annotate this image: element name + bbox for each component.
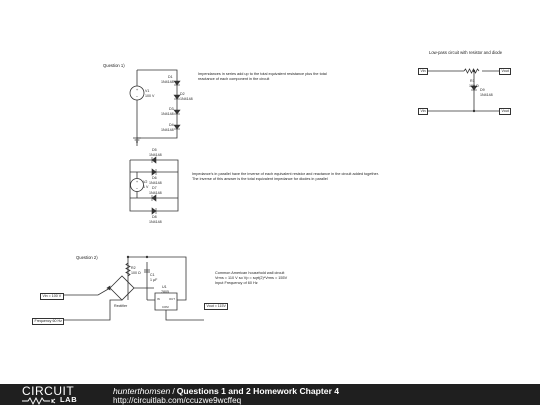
series-loop-wire	[136, 69, 178, 139]
vin-label[interactable]: Vin = 100 V	[40, 292, 64, 300]
parallel-impedance-note: Impedance's in parallel have the inverse…	[192, 172, 379, 182]
vout-label[interactable]: Vout = 115V	[204, 302, 229, 310]
bridge-rectifier-symbol	[109, 275, 135, 301]
diode-d9-part: 1N4148	[480, 92, 493, 97]
source-v2-name: V2	[143, 180, 148, 184]
parallel-outer-wire	[129, 159, 179, 212]
resistor-r1-name: R1	[470, 79, 475, 83]
source-v2-circle	[130, 178, 144, 192]
source-v1-plus: +	[136, 87, 139, 92]
regulator-u1-name: U1	[162, 285, 167, 289]
rectifier-diode-marks	[106, 285, 111, 291]
diode-d3-name: D3	[169, 107, 174, 111]
logo-squiggle-icon	[22, 397, 56, 405]
diode-d8-symbol	[151, 207, 157, 215]
source-v1-value: 100 V	[145, 94, 155, 98]
circuitlab-logo[interactable]: CIRCUIT LAB	[22, 384, 92, 405]
regulator-u1-part: 7805	[161, 289, 169, 294]
diode-d5-symbol	[151, 156, 157, 164]
diode-d9-name: D9	[480, 88, 485, 92]
diode-d4-symbol	[173, 124, 181, 130]
author-link[interactable]: hunterthomsen	[113, 385, 171, 396]
regulator-pin-com: COM	[162, 305, 169, 309]
diode-d4-name: D4	[169, 123, 174, 127]
source-v2-minus: −	[136, 186, 139, 191]
diode-d4-part: 1N4148	[161, 128, 174, 132]
regulator-pin-in: IN	[157, 297, 160, 301]
diode-d1-symbol	[173, 80, 181, 86]
series-impedance-note: Impendances in series add up to the tota…	[198, 72, 327, 82]
diode-d2-name: D2	[180, 92, 185, 96]
diode-d8-name: D8	[152, 215, 157, 219]
source-v1-name: V1	[145, 89, 150, 93]
circuit-title: Questions 1 and 2 Homework Chapter 4	[176, 385, 340, 396]
ground-symbol-1	[133, 137, 141, 143]
regulator-pin-out: OUT	[169, 297, 175, 301]
logo-lab-text: LAB	[60, 395, 78, 404]
diode-d8-part: 1N4148	[149, 219, 162, 224]
lowpass-vout-top-label[interactable]: Vout	[499, 68, 512, 75]
resistor-r1-value: 100 Ω	[469, 83, 479, 88]
frequency-wire	[62, 299, 122, 321]
diode-d7-name: D7	[152, 186, 157, 190]
resistor-r2-symbol	[125, 262, 131, 277]
logo-circuit-text: CIRCUIT	[22, 384, 75, 398]
regulator-u1-box	[154, 292, 178, 311]
question-1-label: Question 1)	[103, 63, 125, 68]
footer-bar: CIRCUIT LAB hunterthomsen/Questions 1 an…	[0, 384, 540, 405]
footer-title-line: hunterthomsen/Questions 1 and 2 Homework…	[113, 386, 339, 396]
capacitor-c1-symbol	[144, 262, 150, 300]
source-v1-circle	[129, 85, 145, 101]
capacitor-c1-name: C1	[150, 273, 155, 277]
schematic-wires: + − + −	[62, 68, 500, 321]
vout-wire	[165, 310, 204, 321]
diode-d6-part: 1N4148	[149, 180, 162, 185]
resistor-r2-value: 100 Ω	[131, 270, 141, 275]
diode-d7-symbol	[151, 194, 157, 202]
vin-wire	[62, 287, 111, 296]
source-v2-plus: +	[136, 179, 139, 184]
diode-d6-symbol	[151, 168, 157, 176]
resistor-r1-symbol	[463, 68, 480, 74]
lowpass-title: Low-pass circuit with resistor and diode	[429, 50, 503, 55]
diode-d5-name: D5	[152, 148, 157, 152]
wall-circuit-note: Common American household wall circuit V…	[215, 271, 288, 286]
diode-d3-part: 1N4148	[161, 112, 174, 116]
lowpass-vout-bottom-label[interactable]: Vout	[499, 108, 512, 115]
diode-d9-symbol	[470, 85, 478, 91]
diode-d1-name: D1	[168, 75, 173, 79]
diode-d3-symbol	[173, 109, 181, 115]
diode-d7-part: 1N4148	[149, 190, 162, 195]
title-separator: /	[172, 385, 175, 396]
circuit-url-link[interactable]: http://circuitlab.com/ccuzwe9wcffeq	[113, 395, 242, 405]
rectifier-label: Rectifier	[114, 304, 128, 308]
diode-d2-part: 1N4148	[180, 97, 193, 101]
frequency-label[interactable]: Frequency 60 Hz	[32, 317, 65, 325]
source-v2-value: 1 V	[143, 185, 149, 189]
schematic-canvas[interactable]: + − + −	[0, 0, 540, 384]
capacitor-c1-value: 1 µF	[150, 277, 158, 282]
resistor-r2-name: R2	[131, 266, 136, 270]
diode-d2-symbol	[173, 94, 181, 100]
source-v1-minus: −	[136, 94, 139, 99]
regulator-feedback-wire	[177, 270, 187, 301]
diode-d6-name: D6	[152, 176, 157, 180]
question-2-label: Question 2)	[76, 255, 98, 260]
lowpass-vin-bottom-label[interactable]: Vin	[418, 108, 429, 115]
diode-d5-part: 1N4148	[149, 152, 162, 157]
lowpass-vin-top-label[interactable]: Vin	[418, 68, 429, 75]
filter-top-wire	[128, 256, 187, 270]
diode-d1-part: 1N4148	[161, 80, 174, 84]
